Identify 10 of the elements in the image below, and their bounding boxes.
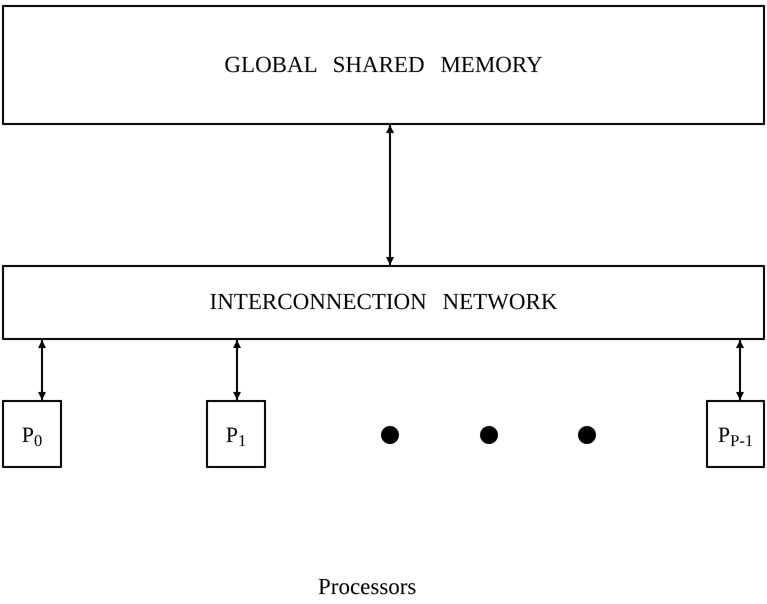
group-label: Processors xyxy=(318,573,416,601)
processor-box: P$_{P-1}$ xyxy=(706,400,765,468)
processor-box: P$_{0}$ xyxy=(2,400,62,468)
double-arrow xyxy=(233,340,241,400)
double-arrow xyxy=(38,340,46,400)
double-arrow xyxy=(736,340,744,400)
processor-box: P$_{1}$ xyxy=(206,400,266,468)
component-box: INTERCONNECTION NETWORK xyxy=(2,265,765,340)
double-arrow xyxy=(386,125,394,265)
component-box: GLOBAL SHARED MEMORY xyxy=(2,5,765,125)
